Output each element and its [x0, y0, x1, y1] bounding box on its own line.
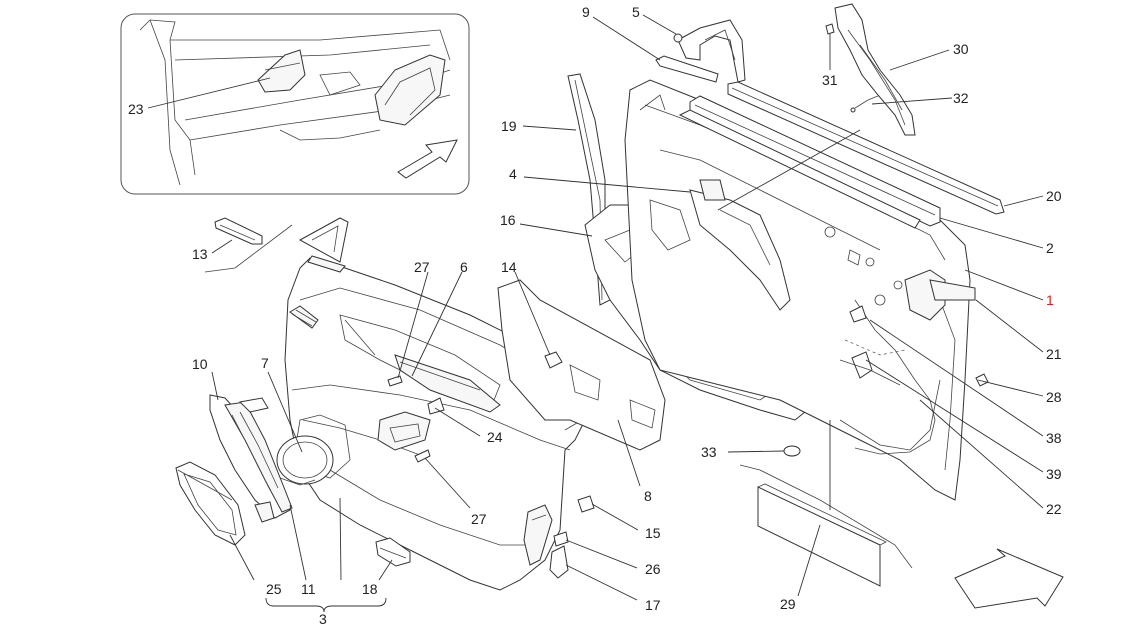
- part-30-trim: [834, 3, 916, 136]
- part-13-clip: [214, 217, 263, 245]
- leader-lines: [147, 14, 1044, 613]
- part-2-window-channel: [678, 95, 941, 229]
- part-29-label-plate: [757, 483, 887, 587]
- part-33-plug: [783, 445, 801, 457]
- callout-30[interactable]: 30: [953, 41, 969, 57]
- part-18-clip: [375, 537, 411, 567]
- callout-24[interactable]: 24: [487, 429, 503, 445]
- callout-15[interactable]: 15: [645, 525, 661, 541]
- part-32-pin: [854, 95, 879, 109]
- callout-20[interactable]: 20: [1046, 188, 1062, 204]
- part-7-speaker-ring: [276, 435, 334, 486]
- part-25-speaker-grille: [175, 461, 246, 546]
- callout-4[interactable]: 4: [509, 166, 517, 182]
- callout-26[interactable]: 26: [645, 561, 661, 577]
- callout-28[interactable]: 28: [1046, 389, 1062, 405]
- screws: [387, 375, 445, 463]
- callout-7[interactable]: 7: [261, 355, 269, 371]
- callout-33[interactable]: 33: [701, 444, 717, 460]
- part-14-plug: [544, 351, 563, 369]
- inset-detail-view: [120, 13, 470, 195]
- callout-32[interactable]: 32: [953, 90, 969, 106]
- callout-31[interactable]: 31: [822, 72, 838, 88]
- callout-10[interactable]: 10: [192, 356, 208, 372]
- part-17-bracket: [549, 545, 569, 579]
- direction-arrow: [954, 548, 1064, 609]
- callout-9[interactable]: 9: [582, 4, 590, 20]
- callout-27-lower[interactable]: 27: [471, 511, 487, 527]
- callout-5[interactable]: 5: [632, 4, 640, 20]
- part-10-11-handle: [209, 394, 293, 523]
- callout-14[interactable]: 14: [501, 259, 517, 275]
- callout-29[interactable]: 29: [780, 596, 796, 612]
- callout-39[interactable]: 39: [1046, 466, 1062, 482]
- callout-23[interactable]: 23: [128, 101, 144, 117]
- part-22-cable: [854, 299, 936, 455]
- callout-16[interactable]: 16: [500, 212, 516, 228]
- callout-3[interactable]: 3: [319, 611, 327, 627]
- part-4-regulator: [689, 179, 791, 311]
- callout-21[interactable]: 21: [1046, 346, 1062, 362]
- callout-22[interactable]: 22: [1046, 501, 1062, 517]
- part-9-trim-strip: [655, 55, 719, 83]
- part-26-clip: [553, 531, 569, 547]
- callout-19[interactable]: 19: [501, 118, 517, 134]
- callout-13[interactable]: 13: [192, 246, 208, 262]
- part-15-clip: [577, 495, 595, 513]
- part-31-screw: [825, 23, 835, 35]
- callout-11[interactable]: 11: [301, 581, 316, 597]
- callout-17[interactable]: 17: [645, 597, 661, 613]
- callout-1[interactable]: 1: [1046, 292, 1054, 308]
- callout-25[interactable]: 25: [266, 581, 282, 597]
- part-5-bracket: [673, 19, 746, 83]
- callout-38[interactable]: 38: [1046, 430, 1062, 446]
- callout-6[interactable]: 6: [460, 259, 468, 275]
- callout-2[interactable]: 2: [1046, 240, 1054, 256]
- part-8-insulation-sheet: [497, 279, 666, 451]
- callout-8[interactable]: 8: [644, 488, 652, 504]
- callout-27-upper[interactable]: 27: [414, 259, 430, 275]
- callout-18[interactable]: 18: [362, 581, 378, 597]
